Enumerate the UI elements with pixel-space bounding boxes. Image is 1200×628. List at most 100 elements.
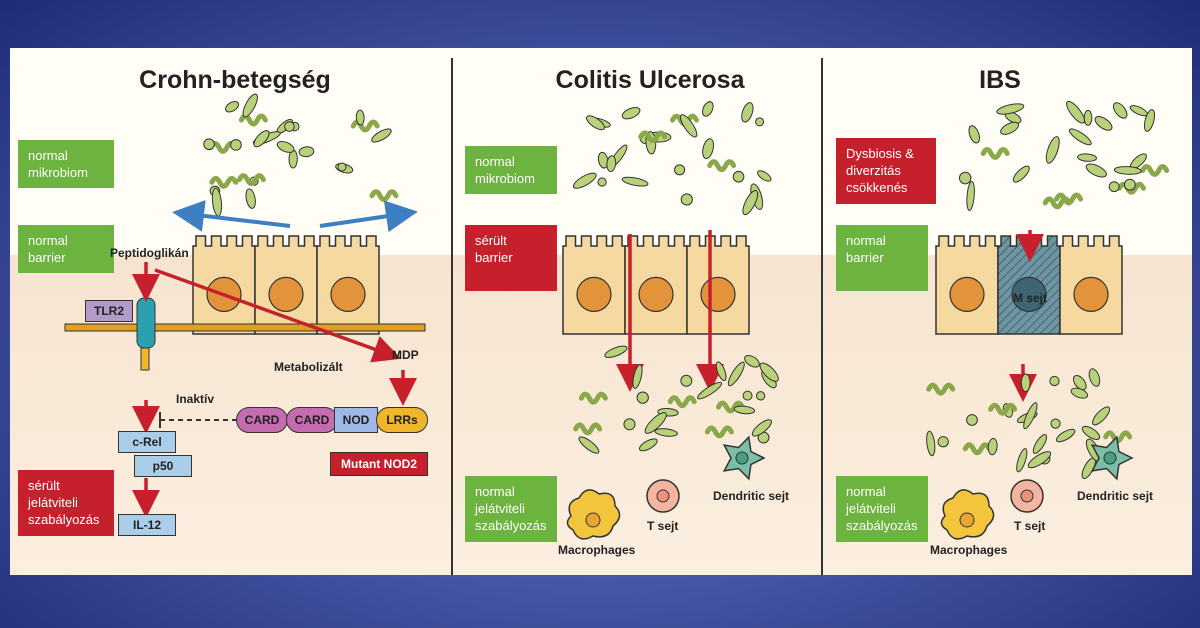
bacterium-coccus <box>674 164 686 176</box>
bacterium-rod <box>1020 373 1031 393</box>
bacterium-rod <box>1085 163 1107 178</box>
blue-arrow <box>319 200 418 233</box>
bacterium-rod <box>1045 136 1060 164</box>
bacterium-rod <box>253 130 270 148</box>
bacterium-rod <box>1083 109 1093 126</box>
bacterium-rod <box>744 354 760 368</box>
status-box-barrier: normal barrier <box>836 225 928 291</box>
bacterium-rod <box>211 187 223 217</box>
bacterium-rod <box>697 381 723 400</box>
bacterium-spiral <box>962 442 992 456</box>
bacterium-rod <box>621 176 649 187</box>
bacterium-spiral <box>236 173 266 187</box>
status-box-barrier: sérült barrier <box>465 225 557 291</box>
bacterium-spiral <box>578 391 608 405</box>
bacterium-rod <box>1055 428 1076 443</box>
cell-membrane <box>64 323 426 332</box>
bacterium-rod <box>586 115 605 131</box>
bacterium-rod <box>1077 153 1097 162</box>
cell-nucleus <box>330 276 366 312</box>
bacterium-rod <box>733 405 756 415</box>
bacterium-rod <box>1143 109 1156 132</box>
peptidoglycan-label: Peptidoglikán <box>110 246 189 260</box>
panel-title-crohn: Crohn-betegség <box>139 66 331 94</box>
bacterium-spiral <box>573 422 603 436</box>
bacterium-coccus <box>966 414 978 426</box>
bacterium-coccus <box>636 391 649 404</box>
bacterium-rod <box>742 190 759 216</box>
tlr2-tail <box>140 347 150 371</box>
bacterium-spiral <box>715 400 745 414</box>
bacterium-spiral <box>988 402 1018 416</box>
m-cell-label: M sejt <box>1013 291 1048 305</box>
bacterium-coccus <box>623 418 636 431</box>
bacterium-rod <box>741 102 754 123</box>
tlr2-receptor <box>136 297 156 349</box>
dendritic-nucleus <box>1103 451 1117 465</box>
bacterium-rod <box>996 103 1025 115</box>
bacterium-coccus <box>755 391 766 401</box>
bacterium-spiral <box>350 119 380 133</box>
macrophages-label: Macrophages <box>558 543 636 557</box>
cell-nucleus <box>576 276 612 312</box>
illustration-layer <box>10 58 1192 575</box>
bacterium-coccus <box>1123 178 1136 191</box>
bacterium-rod <box>926 430 936 457</box>
bacterium-rod <box>298 146 315 158</box>
bacterium-rod <box>621 107 641 120</box>
card-domain: CARD <box>286 407 338 433</box>
panel-title-colitis: Colitis Ulcerosa <box>555 66 745 94</box>
bacterium-coccus <box>680 374 693 387</box>
bacterium-coccus <box>203 138 215 151</box>
bacterium-rod <box>245 188 256 209</box>
lrrs-domain: LRRs <box>376 407 428 433</box>
figure-panel: Crohn-betegség normal mikrobiom normal b… <box>10 48 1192 575</box>
bacterium-rod <box>644 412 667 434</box>
t-cell-nucleus <box>656 489 670 503</box>
t-cell-label: T sejt <box>1014 519 1046 533</box>
bacterium-spiral <box>369 189 399 203</box>
panel-title-ibs: IBS <box>979 66 1021 94</box>
bacterium-rod <box>679 114 698 138</box>
bacterium-coccus <box>755 117 765 127</box>
bacterium-rod <box>702 101 714 117</box>
bacterium-rod <box>638 438 658 452</box>
bacterium-rod <box>987 438 998 456</box>
bacterium-coccus <box>742 390 753 401</box>
bacterium-rod <box>276 140 295 153</box>
macrophages-label: Macrophages <box>930 543 1008 557</box>
bacterium-coccus <box>1108 181 1120 193</box>
bacterium-rod <box>572 172 597 189</box>
bacterium-rod <box>727 361 745 387</box>
bacterium-rod <box>759 362 779 382</box>
c-rel-label: c-Rel <box>118 431 176 453</box>
bacterium-spiral <box>209 175 239 189</box>
bacterium-rod <box>702 138 715 160</box>
status-box-signaling: normal jelátviteli szabályozás <box>836 476 928 542</box>
cell-nucleus <box>700 276 736 312</box>
mdp-label: MDP <box>392 348 419 362</box>
bacterium-rod <box>1016 448 1028 473</box>
p50-label: p50 <box>134 455 192 477</box>
bacterium-rod <box>715 361 727 381</box>
bacterium-rod <box>1081 425 1101 440</box>
bacterium-coccus <box>680 193 693 206</box>
bacterium-rod <box>1023 402 1038 430</box>
bacterium-coccus <box>337 162 347 172</box>
cell-nucleus <box>1011 276 1047 312</box>
t-cell-nucleus <box>1020 489 1034 503</box>
il12-label: IL-12 <box>118 514 176 536</box>
bacterium-rod <box>1012 165 1030 183</box>
bacterium-spiral <box>926 382 956 396</box>
red-arrow <box>154 268 402 363</box>
bacterium-rod <box>1066 100 1085 124</box>
bacterium-rod <box>1032 434 1048 454</box>
bacterium-rod <box>1072 374 1087 391</box>
macrophage-nucleus <box>959 512 975 528</box>
bacterium-rod <box>225 101 240 113</box>
bacterium-coccus <box>732 170 745 183</box>
bacterium-rod <box>604 345 628 358</box>
status-box-barrier: normal barrier <box>18 225 114 273</box>
bacterium-coccus <box>284 121 295 132</box>
cell-nucleus <box>949 276 985 312</box>
